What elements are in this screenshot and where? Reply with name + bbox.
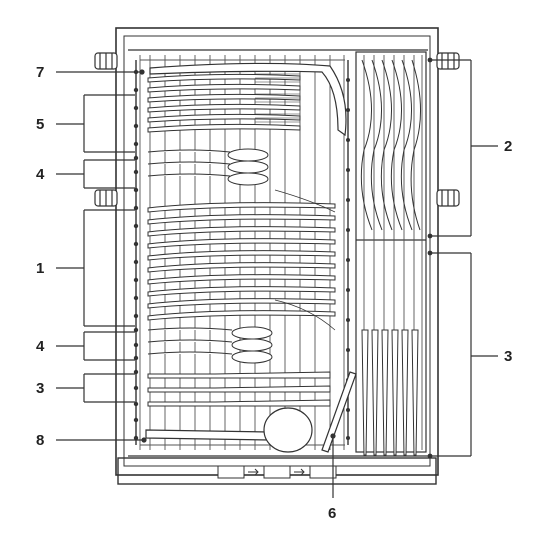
mount-bracket-mid-right: [437, 190, 459, 206]
callout-5: 5: [36, 116, 44, 133]
callout-4-bottom: 4: [36, 338, 45, 355]
callout-3-right: 3: [504, 348, 512, 365]
callout-1: 1: [36, 260, 44, 277]
left-peg-rail: [134, 60, 138, 445]
mount-bracket-top-left: [95, 53, 117, 69]
callout-3-left: 3: [36, 380, 44, 397]
long-utensil: [322, 372, 356, 452]
callout-6: 6: [328, 505, 336, 522]
right-upper-utensils: [361, 60, 420, 230]
forks-middle-group: [148, 190, 335, 330]
slide-direction-arrows: [218, 466, 336, 478]
knives-left-group: [148, 372, 330, 406]
callout-7: 7: [36, 64, 44, 81]
mount-bracket-mid-left: [95, 190, 117, 206]
callout-4-top: 4: [36, 166, 45, 183]
spoons-top-group: [148, 149, 268, 185]
callout-2: 2: [504, 138, 512, 155]
forks-top-group: [148, 74, 300, 132]
callout-8: 8: [36, 432, 44, 449]
right-lower-knives: [362, 330, 418, 455]
mount-bracket-top-right: [437, 53, 459, 69]
